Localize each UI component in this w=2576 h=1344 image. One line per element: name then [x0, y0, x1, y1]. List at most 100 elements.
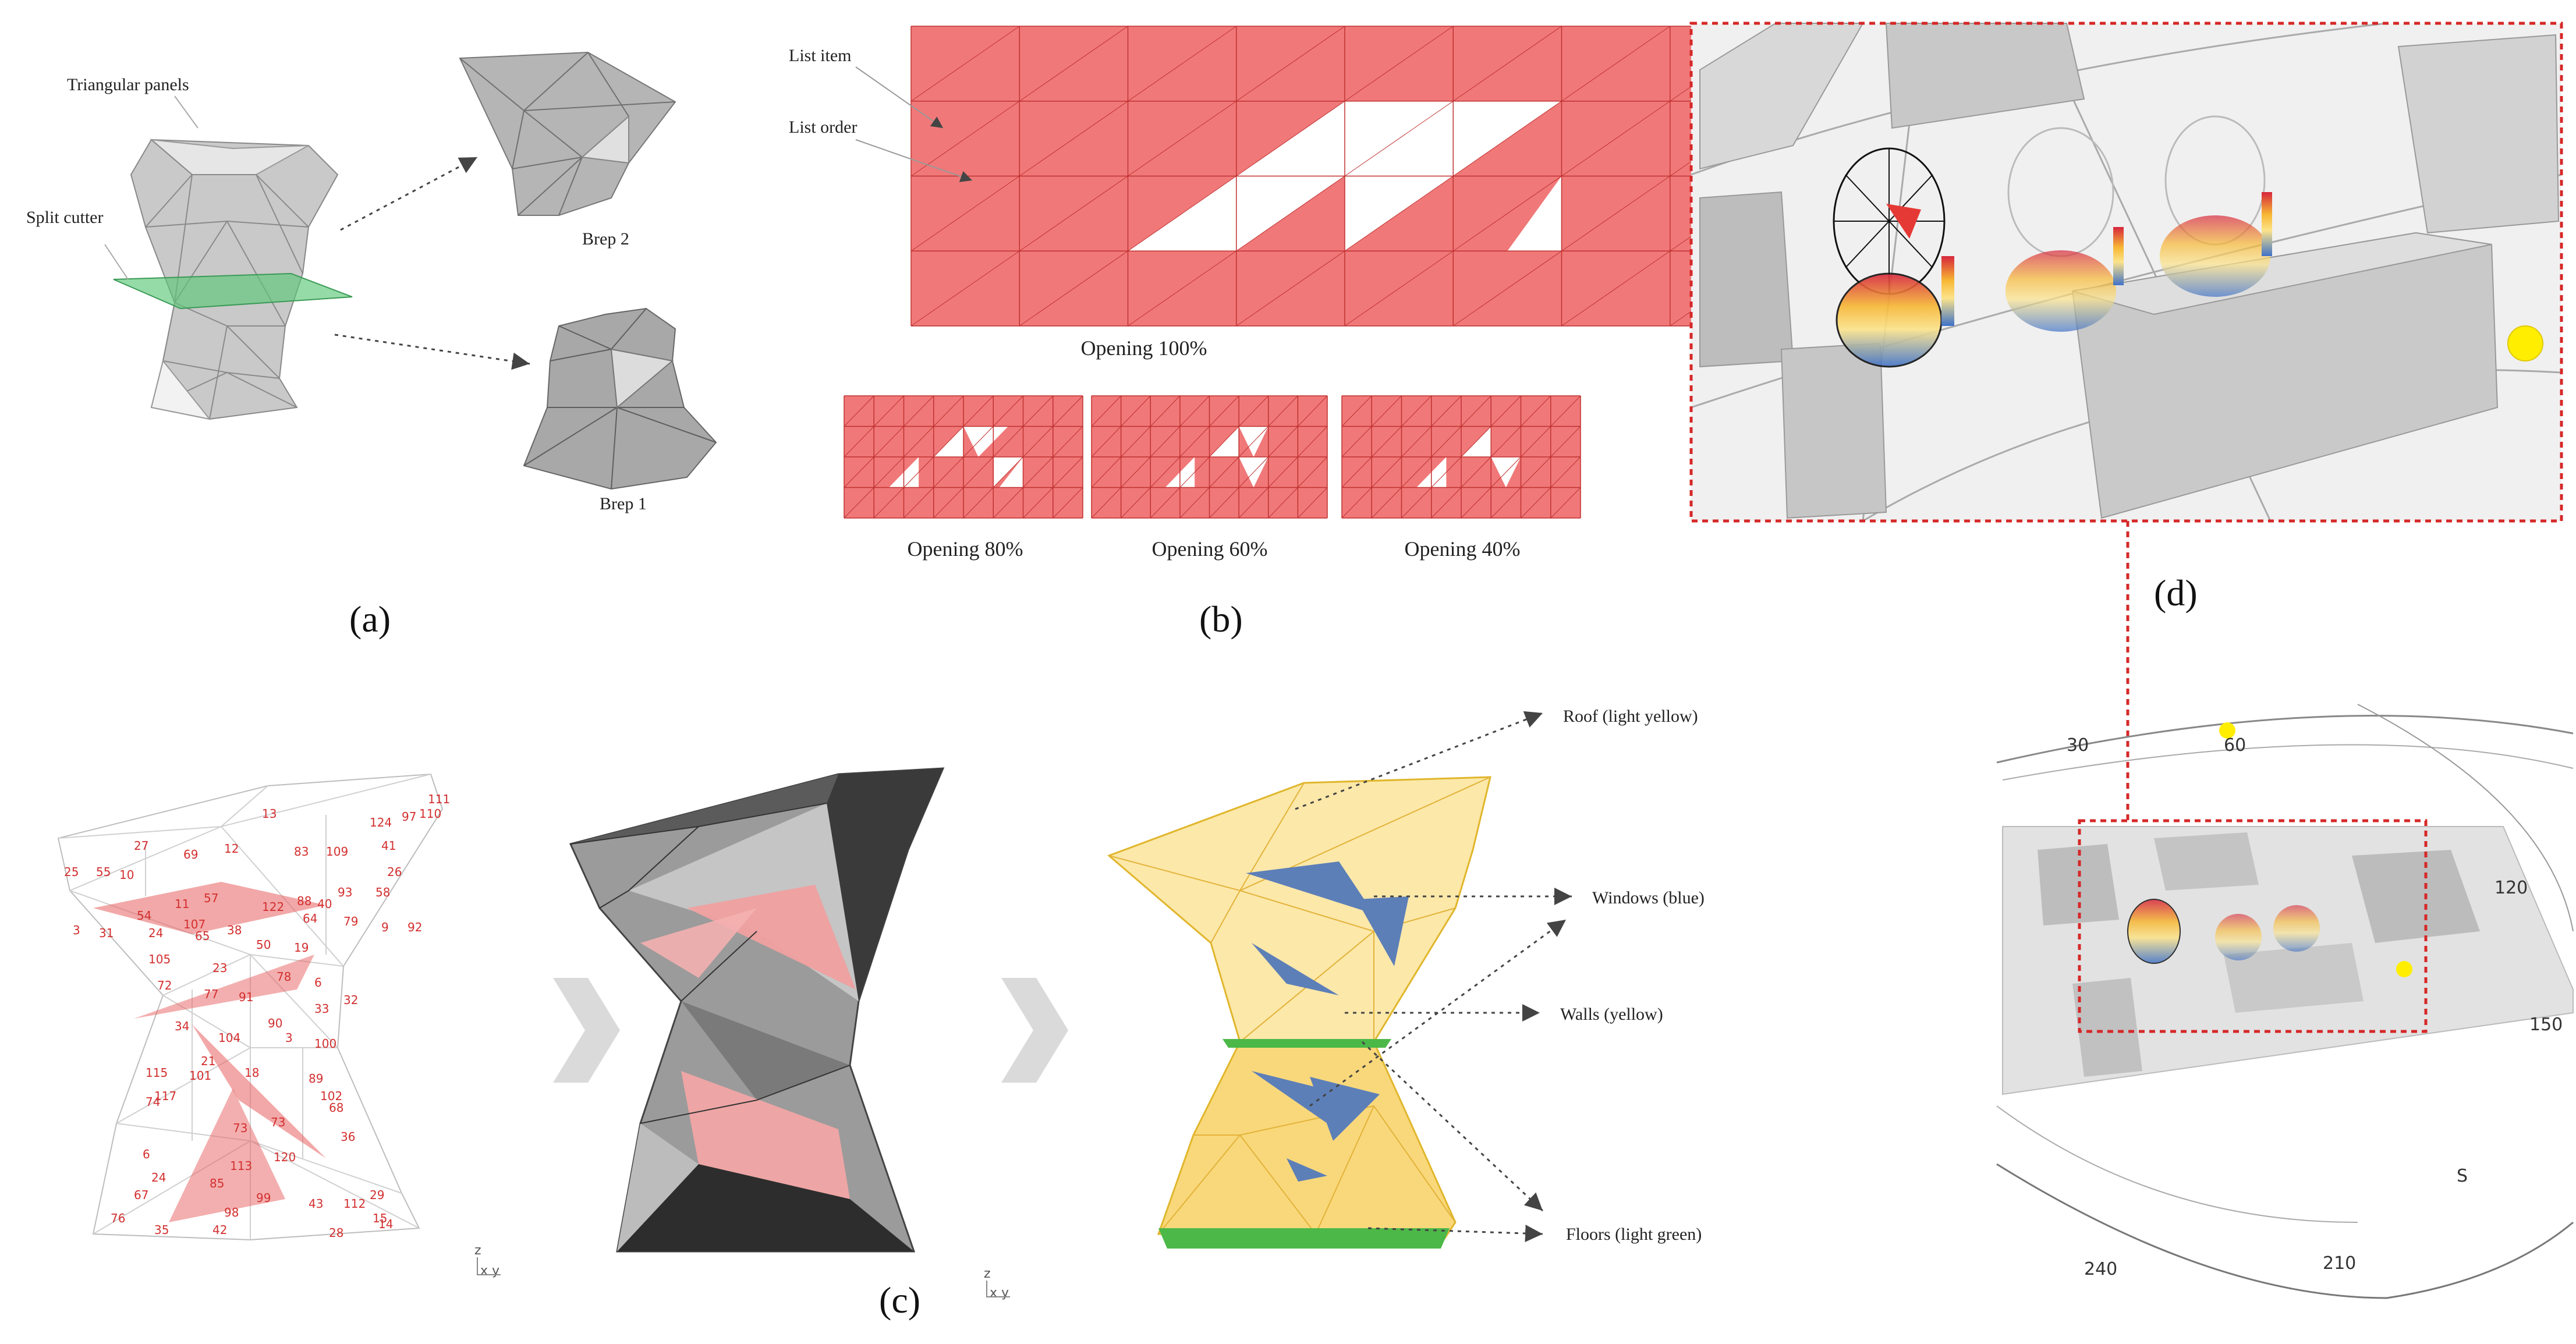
brep-1-figure	[523, 307, 717, 490]
grid-diagonal	[903, 456, 934, 488]
window-1	[1246, 861, 1374, 914]
panel-number-label: 110	[419, 807, 441, 821]
grid-diagonal	[1431, 487, 1462, 519]
grid-diagonal	[1238, 487, 1269, 519]
panel-number-label: 9	[381, 920, 389, 934]
grid-diagonal	[1344, 250, 1454, 327]
grid-diagonal	[910, 250, 1020, 327]
caption-b: (b)	[1199, 598, 1243, 640]
grid-diagonal	[1053, 395, 1083, 427]
grid-diagonal	[1490, 426, 1521, 458]
overview-view: 30 60 120 150 S 210 240	[1996, 704, 2574, 1299]
panel-number-label: 24	[148, 926, 163, 940]
panel-number-label: 35	[154, 1223, 169, 1237]
panel-number-label: 73	[233, 1121, 247, 1135]
grid-diagonal	[1561, 26, 1671, 102]
grid-diagonal	[1431, 456, 1462, 488]
grid-diagonal	[910, 176, 1020, 251]
caption-d: (d)	[2154, 572, 2198, 614]
window-2	[1356, 896, 1409, 966]
grid-diagonal	[1268, 395, 1298, 427]
grid-diagonal	[933, 456, 964, 488]
grid-diagonal	[873, 487, 904, 519]
grid-diagonal	[1150, 487, 1181, 519]
grid-diagonal	[1371, 395, 1402, 427]
panel-number-label: 19	[294, 941, 309, 955]
grid-diagonal	[1019, 176, 1128, 251]
panel-number-label: 88	[297, 894, 311, 908]
axis-z-label-1: z	[474, 1243, 481, 1258]
panel-number-label: 43	[309, 1197, 323, 1211]
grid-diagonal	[1091, 426, 1121, 458]
grid-diagonal	[1019, 101, 1128, 176]
grid-diagonal	[1298, 456, 1328, 488]
sun-marker-top	[2219, 722, 2235, 739]
grid-diagonal	[1344, 176, 1454, 251]
opening-cell	[963, 426, 1008, 457]
grid-diagonal	[1341, 456, 1372, 488]
panel-number-label: 3	[73, 923, 80, 937]
panel-number-label: 15	[373, 1211, 387, 1225]
axis-xy-label-2: x y	[990, 1286, 1009, 1300]
panel-number-label: 42	[212, 1223, 227, 1237]
grid-diagonal	[1268, 426, 1298, 458]
panel-number-label: 50	[256, 938, 271, 952]
grid-diagonal	[1341, 426, 1372, 458]
leader-list-order	[855, 139, 973, 182]
grid-diagonal	[1091, 487, 1121, 519]
panel-number-label: 104	[218, 1031, 240, 1045]
leader-roof	[1295, 711, 1543, 810]
grid-diagonal	[1344, 26, 1454, 102]
panel-number-label: 68	[329, 1101, 343, 1115]
panel-number-label: 99	[256, 1191, 271, 1205]
panel-number-label: 55	[96, 865, 111, 879]
grid-diagonal	[873, 426, 904, 458]
grid-diagonal	[1019, 26, 1128, 102]
grid-diagonal	[1236, 176, 1345, 251]
grid-diagonal	[1521, 395, 1551, 427]
grid-diagonal	[1121, 395, 1151, 427]
radiation-sphere-3	[2160, 115, 2272, 297]
opening-cell	[1507, 176, 1562, 251]
red-panel-mid	[134, 955, 314, 1019]
grid-diagonal	[1521, 456, 1551, 488]
grid-diagonal	[1023, 487, 1054, 519]
grid-diagonal	[1521, 426, 1551, 458]
panel-number-label: 41	[381, 839, 396, 853]
panel-number-label: 73	[271, 1115, 285, 1129]
grid-diagonal	[1238, 456, 1269, 488]
red-panel-top	[93, 882, 326, 934]
panel-number-label: 79	[343, 914, 358, 928]
panel-number-label: 36	[341, 1130, 355, 1144]
grid-diagonal	[1023, 426, 1054, 458]
label-opening-60: Opening 60%	[1152, 537, 1268, 561]
compass-210: 210	[2323, 1253, 2356, 1274]
label-split-cutter: Split cutter	[26, 208, 103, 227]
grid-diagonal	[1128, 176, 1237, 251]
grid-diagonal	[1209, 456, 1239, 488]
panel-number-label: 100	[314, 1037, 336, 1051]
grid-diagonal	[1452, 26, 1562, 102]
panel-number-label: 13	[262, 807, 277, 821]
grid-diagonal	[933, 395, 964, 427]
panel-number-label: 97	[402, 810, 416, 824]
panel-number-label: 64	[303, 912, 317, 925]
panel-number-label: 26	[387, 865, 402, 879]
grid-diagonal	[1128, 101, 1237, 176]
grid-diagonal	[1053, 426, 1083, 458]
panel-number-label: 124	[370, 815, 392, 829]
panel-number-label: 122	[262, 900, 284, 914]
grid-diagonal	[1431, 395, 1462, 427]
floor-bottom	[1158, 1228, 1450, 1249]
grid-diagonal	[1452, 101, 1562, 176]
label-brep-1: Brep 1	[600, 494, 647, 513]
panel-number-label: 67	[134, 1188, 148, 1202]
grid-diagonal	[1128, 250, 1237, 327]
panel-number-label: 90	[268, 1016, 282, 1030]
panel-number-label: 83	[294, 845, 309, 859]
grid-diagonal	[993, 456, 1023, 488]
compass-s: S	[2457, 1166, 2468, 1186]
label-roof: Roof (light yellow)	[1563, 707, 1698, 726]
